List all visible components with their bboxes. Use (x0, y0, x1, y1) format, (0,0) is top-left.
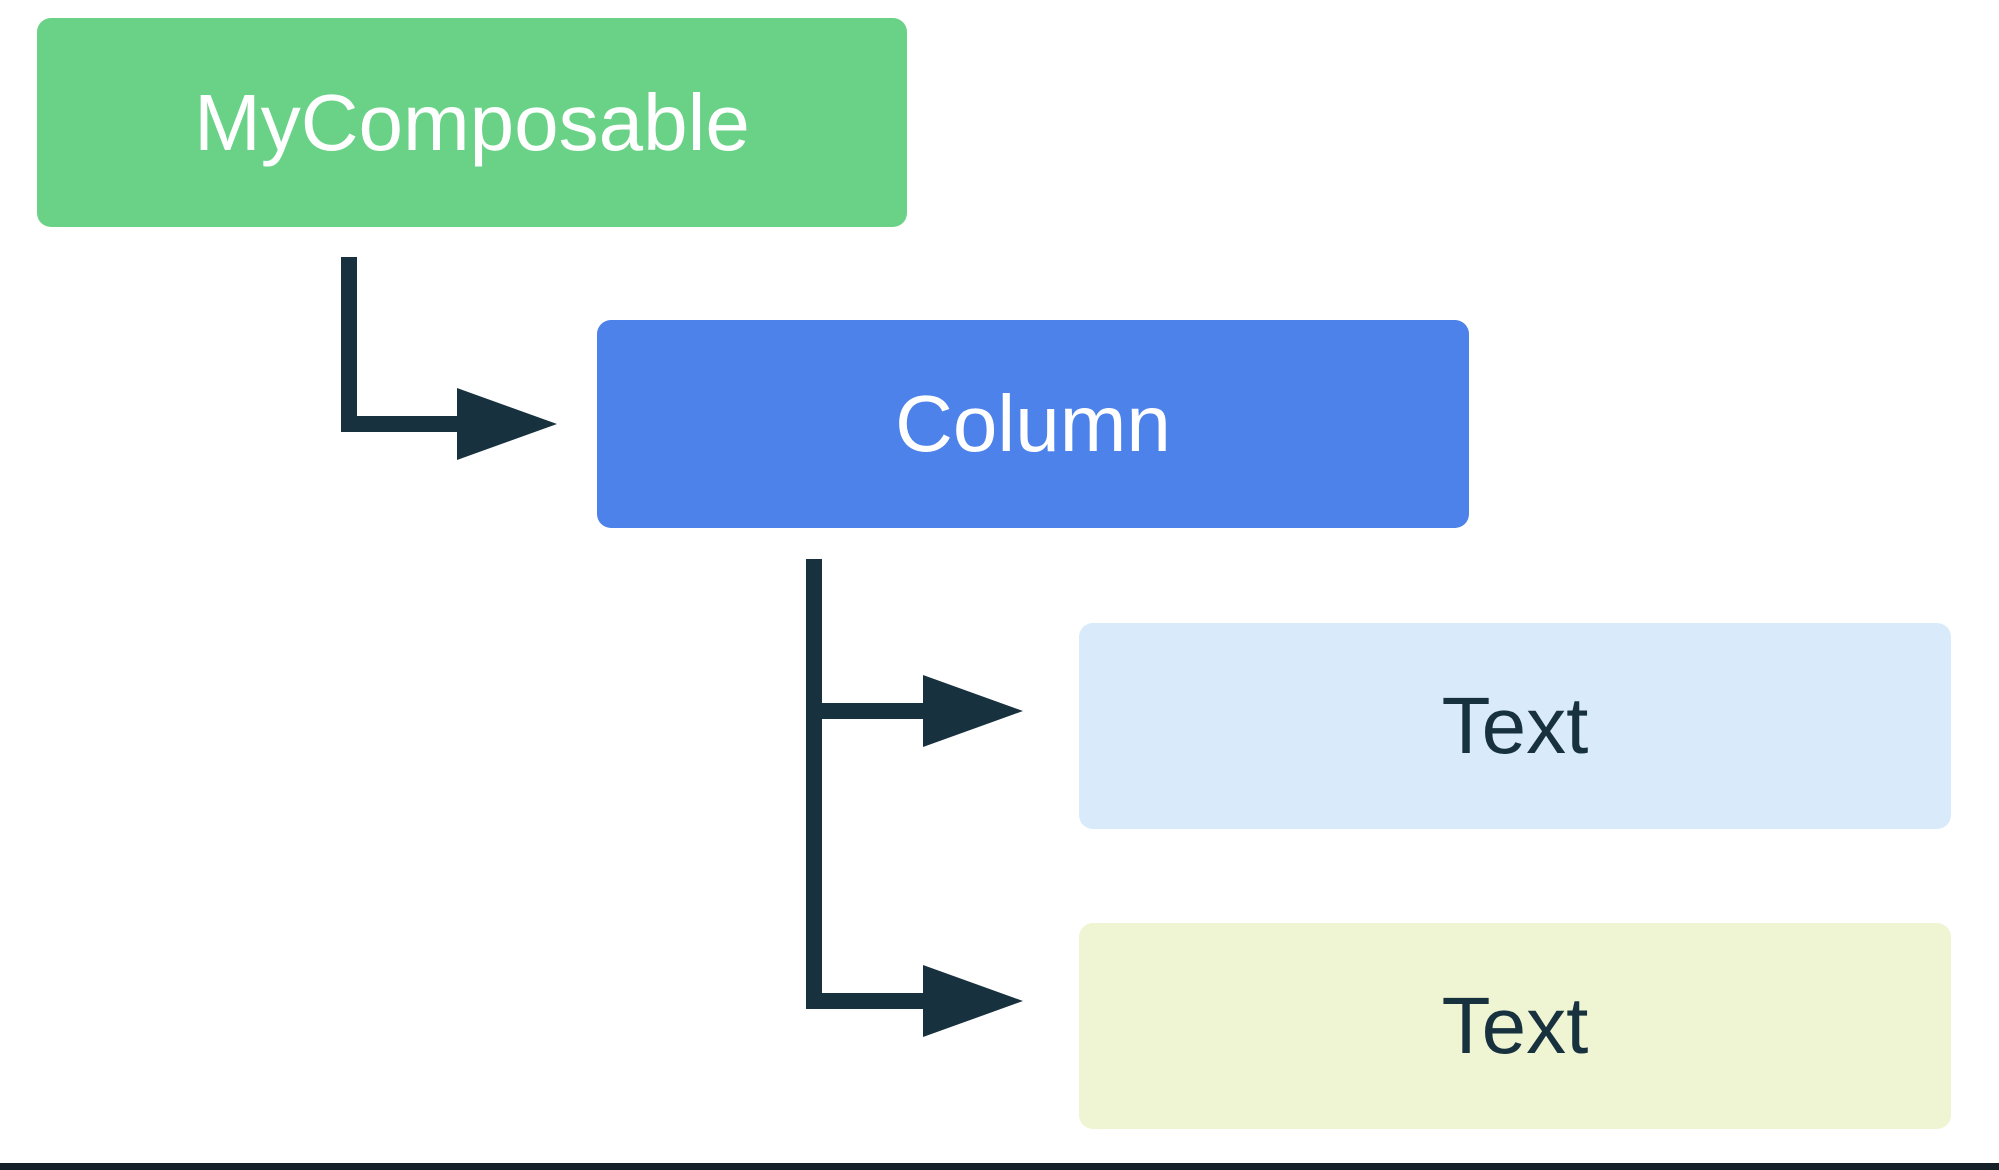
node-mycomposable: MyComposable (37, 18, 907, 227)
node-text-first-label: Text (1441, 681, 1589, 770)
arrow-line-mycomposable-to-column (341, 257, 457, 432)
arrowhead-icon-to-text1 (923, 675, 1023, 747)
arrowhead-icon-to-text2 (923, 965, 1023, 1037)
arrowhead-icon-to-column (457, 388, 557, 460)
node-text-second: Text (1079, 923, 1951, 1129)
node-column-label: Column (895, 379, 1171, 468)
node-text-second-label: Text (1441, 981, 1589, 1070)
node-column: Column (597, 320, 1469, 528)
node-mycomposable-label: MyComposable (194, 77, 750, 167)
connector-trunk-column-children (806, 559, 923, 1009)
node-text-first: Text (1079, 623, 1951, 829)
bottom-divider (0, 1163, 1999, 1170)
